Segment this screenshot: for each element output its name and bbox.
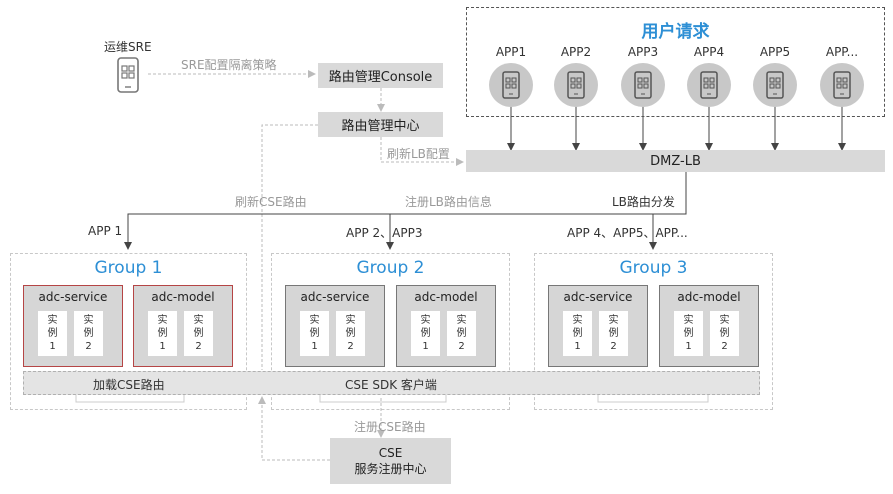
app-label-4: APP4 [693,45,725,59]
user-requests-title: 用户请求 [641,22,710,42]
refresh-lb-label: 刷新LB配置 [387,147,450,161]
service-name: adc-service [38,290,108,304]
instance-box: 实 例 2 [599,311,628,356]
service-name: adc-model [414,290,478,304]
dmz-lb-label: DMZ-LB [650,153,701,169]
group-1: Group 1 adc-service 实 例 1 实 例 2 adc-mode… [10,253,247,410]
app-label-3: APP3 [627,45,659,59]
route-label-group1: APP 1 [88,224,123,238]
register-lb-label: 注册LB路由信息 [405,195,492,209]
lb-dispatch-line [124,172,687,250]
cse-registry-line1: CSE [378,446,403,460]
cse-registry-line2: 服务注册中心 [354,462,427,476]
service-box: adc-service 实 例 1 实 例 2 [548,285,648,367]
route-label-group2: APP 2、APP3 [346,226,423,240]
app-phone-icon [621,63,665,107]
app-phone-icon [554,63,598,107]
sre-label: 运维SRE [104,40,152,54]
cse-sdk-bar [23,371,760,395]
refresh-cse-line [261,124,318,370]
register-cse-label: 注册CSE路由 [354,420,426,434]
instance-box: 实 例 2 [710,311,739,356]
group-title: Group 1 [94,258,163,278]
cse-sdk-client-label: CSE SDK 客户端 [345,378,437,392]
app-phone-icon [687,63,731,107]
app-label-2: APP2 [560,45,592,59]
group-title: Group 2 [356,258,425,278]
service-name: adc-model [677,290,741,304]
service-box: adc-service 实 例 1 实 例 2 [285,285,385,367]
route-console-box: 路由管理Console [318,63,443,88]
app-label-1: APP1 [495,45,527,59]
service-box: adc-model 实 例 1 实 例 2 [659,285,759,367]
refresh-cse-label: 刷新CSE路由 [235,195,307,209]
dmz-lb-bar: DMZ-LB [466,150,885,172]
phone-icon [117,57,139,97]
cse-feedback-line [258,396,330,461]
lb-dispatch-label: LB路由分发 [612,195,675,209]
group-2: Group 2 adc-service 实 例 1 实 例 2 adc-mode… [271,253,510,410]
app-phone-icon [753,63,797,107]
route-label-group3: APP 4、APP5、APP... [567,226,688,240]
app-phone-icon [820,63,864,107]
app-label-6: APP... [825,45,859,59]
app-phone-icon [489,63,533,107]
instance-box: 实 例 1 [38,311,67,356]
group-3: Group 3 adc-service 实 例 1 实 例 2 adc-mode… [534,253,773,410]
refresh-lb-line [380,137,464,166]
instance-box: 实 例 1 [674,311,703,356]
sre-policy-label: SRE配置隔离策略 [181,58,277,72]
instance-box: 实 例 1 [300,311,329,356]
route-center-label: 路由管理中心 [341,119,420,134]
app-label-5: APP5 [759,45,791,59]
user-requests-box [466,7,885,117]
instance-box: 实 例 1 [411,311,440,356]
load-cse-route-label: 加载CSE路由 [93,378,165,392]
group-title: Group 3 [619,258,688,278]
instance-box: 实 例 2 [336,311,365,356]
instance-box: 实 例 2 [74,311,103,356]
service-box: adc-service 实 例 1 实 例 2 [23,285,123,367]
cse-registry-box: CSE 服务注册中心 [330,438,451,484]
service-name: adc-model [151,290,215,304]
service-name: adc-service [300,290,370,304]
route-center-box: 路由管理中心 [318,112,443,137]
instance-box: 实 例 2 [447,311,476,356]
service-name: adc-service [563,290,633,304]
route-console-label: 路由管理Console [328,70,433,85]
instance-box: 实 例 1 [563,311,592,356]
service-box: adc-model 实 例 1 实 例 2 [133,285,233,367]
service-box: adc-model 实 例 1 实 例 2 [396,285,496,367]
instance-box: 实 例 1 [148,311,177,356]
instance-box: 实 例 2 [184,311,213,356]
